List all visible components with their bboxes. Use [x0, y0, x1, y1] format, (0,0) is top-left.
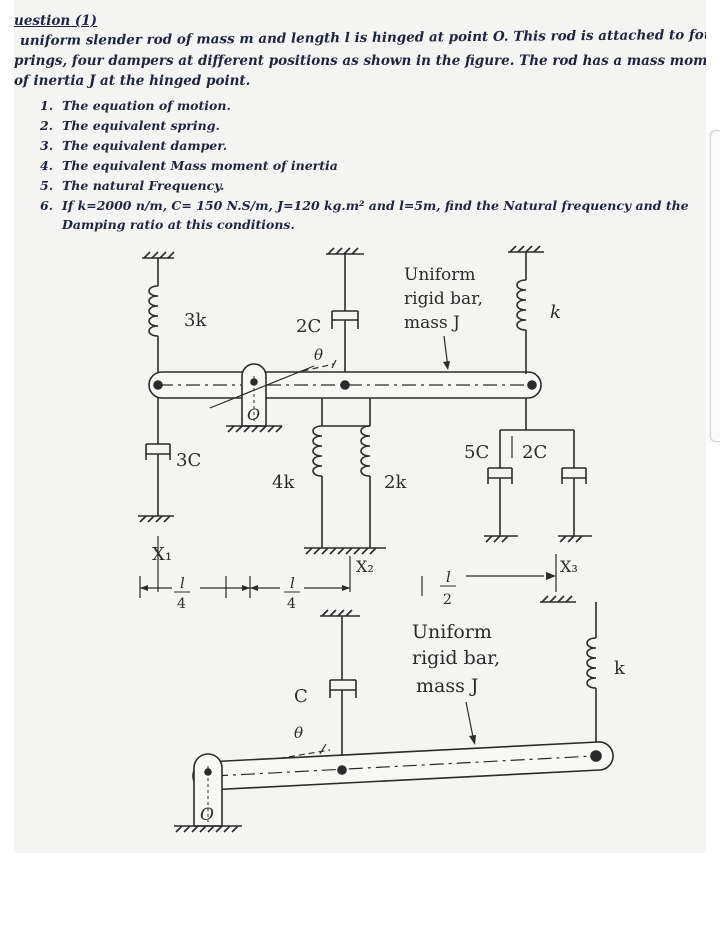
label-hinge-bottom: O [200, 805, 214, 825]
label-theta-top: θ [314, 346, 323, 364]
task-item: 3.The equivalent damper. [40, 138, 228, 153]
label-hinge-top: O [247, 405, 260, 424]
damper-5c [484, 398, 574, 543]
label-5c: 5C [464, 442, 489, 463]
label-x2: X₂ [356, 557, 374, 576]
ceiling-bottom-mid [320, 609, 360, 617]
ceiling-left [142, 251, 175, 259]
dimension-line [139, 572, 556, 598]
mechanism-figure: 3k 2C θ Uniform rigid bar, mass J [138, 245, 626, 833]
label-3c: 3C [176, 450, 201, 471]
bar-label-top-3: mass J [404, 313, 460, 333]
bar-label-bottom-3: mass J [416, 675, 479, 697]
label-2c-right: 2C [522, 442, 547, 463]
task-item: 1.The equation of motion. [40, 98, 231, 113]
label-2c-top: 2C [296, 316, 321, 337]
rigid-bar-top [148, 371, 542, 399]
intro-line-3: of inertia J at the hinged point. [14, 73, 251, 89]
dim-2-num: l [290, 574, 295, 592]
label-4k: 4k [272, 472, 295, 493]
ceiling-bottom-right [540, 595, 576, 603]
label-theta-bottom: θ [294, 724, 303, 742]
dim-1-den: 4 [177, 596, 186, 612]
spring-4k [312, 398, 323, 548]
label-x1: X₁ [152, 544, 172, 565]
task-list: 1.The equation of motion. 2.The equivale… [40, 96, 702, 236]
dim-1-num: l [180, 574, 185, 592]
spring-k-top [516, 252, 527, 374]
task-item: 2.The equivalent spring. [40, 118, 220, 133]
label-2k: 2k [384, 472, 407, 493]
label-x3: X₃ [560, 557, 578, 576]
label-k-top: k [550, 302, 561, 323]
hinge-top [226, 363, 283, 433]
label-k-bottom: k [614, 658, 626, 679]
task-item: 5.The natural Frequency. [40, 178, 225, 193]
damper-3c [138, 398, 174, 523]
bar-label-bottom-1: Uniform [412, 621, 492, 643]
rigid-bar-bottom [192, 741, 614, 791]
photo-frame: uestion (1) uniform slender rod of mass … [14, 0, 706, 853]
spring-2k [360, 398, 371, 548]
hinge-bottom [174, 753, 242, 833]
damper-2c-top [331, 254, 359, 380]
damper-2c-right [558, 430, 592, 543]
ceiling-right [508, 245, 544, 253]
intro-line-2: prings, four dampers at different positi… [14, 53, 706, 69]
bar-label-top-2: rigid bar, [404, 289, 483, 309]
dim-3-num: l [446, 568, 451, 586]
label-3k: 3k [184, 310, 207, 331]
intro-line-1: uniform slender rod of mass m and length… [19, 26, 706, 49]
question-title: uestion (1) [14, 13, 98, 29]
task-item: 6.If k=2000 n/m, C= 150 N.S/m, J=120 kg.… [40, 198, 689, 232]
side-scroll-tab[interactable] [710, 130, 720, 442]
bar-label-bottom-2: rigid bar, [412, 647, 500, 669]
damper-c-bottom [329, 616, 357, 770]
task-item: 4.The equivalent Mass moment of inertia [40, 158, 338, 173]
spring-k-bottom [586, 602, 597, 750]
label-c-bottom: C [294, 686, 308, 707]
bar-label-top-1: Uniform [404, 265, 476, 285]
ceiling-mid [326, 247, 364, 255]
spring-3k [148, 258, 159, 376]
dim-3-den: 2 [443, 592, 452, 608]
dim-2-den: 4 [287, 596, 296, 612]
